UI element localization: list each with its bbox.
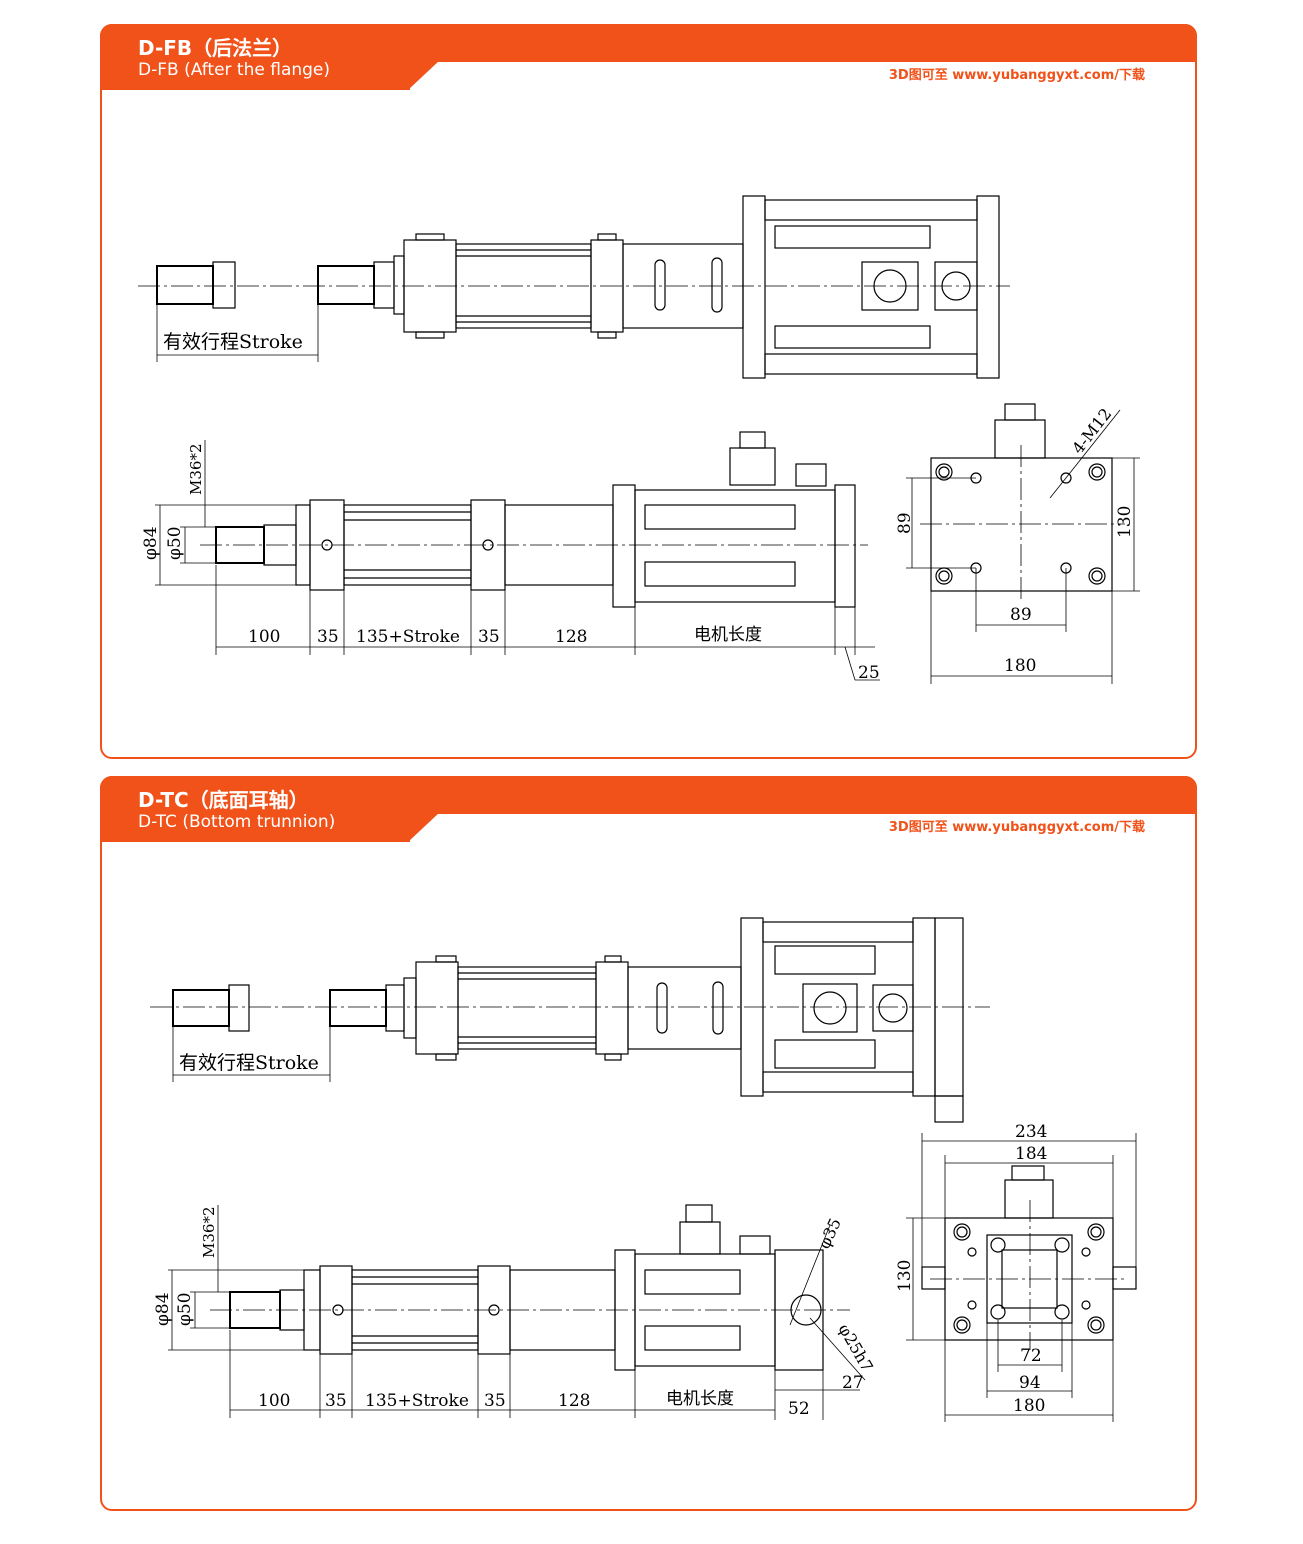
panel-title: D-TC（底面耳轴） — [138, 788, 309, 812]
dim-phi25h7: φ25h7 — [835, 1321, 877, 1376]
tc-end-view — [921, 1165, 1137, 1350]
fb-end-view — [920, 403, 1125, 600]
fb-side-dims — [155, 440, 880, 681]
panel-header-tab — [100, 812, 410, 842]
panel-header-tab — [100, 60, 410, 90]
dim-180: 180 — [1004, 656, 1036, 676]
dim-234: 234 — [1015, 1122, 1047, 1142]
fb-end-dims — [906, 457, 1140, 684]
dim-180: 180 — [1013, 1396, 1045, 1416]
dim-35-a: 35 — [325, 1391, 347, 1411]
panel-header-bar — [100, 776, 1197, 814]
stroke-label: 有效行程Stroke — [163, 331, 303, 353]
dim-94: 94 — [1019, 1373, 1041, 1393]
fb-stroke-dim — [156, 304, 319, 362]
download-link[interactable]: 3D图可至 www.yubanggyxt.com/下载 — [888, 820, 1145, 835]
fb-side-view — [200, 431, 868, 608]
dim-phi84: φ84 — [141, 526, 161, 560]
dim-100: 100 — [258, 1391, 290, 1411]
dim-52: 52 — [788, 1399, 810, 1419]
stroke-label: 有效行程Stroke — [179, 1052, 319, 1074]
panel-header-bar — [100, 24, 1197, 62]
dim-phi84: φ84 — [153, 1292, 173, 1326]
dim-25: 25 — [858, 663, 880, 683]
dim-35-a: 35 — [317, 627, 339, 647]
dim-phi50: φ50 — [165, 526, 185, 560]
dim-4-m12: 4-M12 — [1068, 405, 1115, 458]
dim-35-b: 35 — [478, 627, 500, 647]
dim-89-horizontal: 89 — [1010, 605, 1032, 625]
dim-motor-length: 电机长度 — [694, 625, 762, 645]
fb-top-view — [138, 195, 1010, 379]
dim-135-stroke: 135+Stroke — [365, 1391, 469, 1411]
panel-title: D-FB（后法兰） — [138, 36, 293, 60]
dim-35-b: 35 — [484, 1391, 506, 1411]
dim-100: 100 — [248, 627, 280, 647]
dim-128: 128 — [555, 627, 587, 647]
download-link[interactable]: 3D图可至 www.yubanggyxt.com/下载 — [888, 68, 1145, 83]
panel-d-fb: D-FB（后法兰） D-FB (After the flange) 3D图可至 … — [100, 24, 1197, 759]
dim-130: 130 — [895, 1260, 915, 1292]
panel-d-tc: D-TC（底面耳轴） D-TC (Bottom trunnion) 3D图可至 … — [100, 776, 1197, 1511]
tc-end-dims — [906, 1133, 1137, 1422]
panel-subtitle: D-FB (After the flange) — [138, 60, 331, 80]
panel-header-slant — [408, 60, 440, 90]
panel-header-slant — [408, 812, 440, 842]
dim-motor-length: 电机长度 — [666, 1389, 734, 1409]
dim-135-stroke: 135+Stroke — [356, 627, 460, 647]
tc-top-view — [150, 917, 990, 1123]
tc-stroke-dim — [172, 1026, 331, 1082]
dim-thread: M36*2 — [200, 1207, 218, 1259]
dim-phi35: φ35 — [814, 1215, 845, 1252]
dim-27: 27 — [842, 1373, 864, 1393]
panel-subtitle: D-TC (Bottom trunnion) — [138, 812, 336, 832]
dim-phi50: φ50 — [175, 1292, 195, 1326]
dim-184: 184 — [1015, 1144, 1047, 1164]
dim-130: 130 — [1115, 506, 1135, 538]
dim-89-vertical: 89 — [895, 512, 915, 534]
dim-128: 128 — [558, 1391, 590, 1411]
dim-72: 72 — [1020, 1346, 1042, 1366]
dim-thread: M36*2 — [187, 444, 205, 496]
tc-side-view — [210, 1204, 850, 1371]
tc-side-dims — [168, 1205, 866, 1420]
